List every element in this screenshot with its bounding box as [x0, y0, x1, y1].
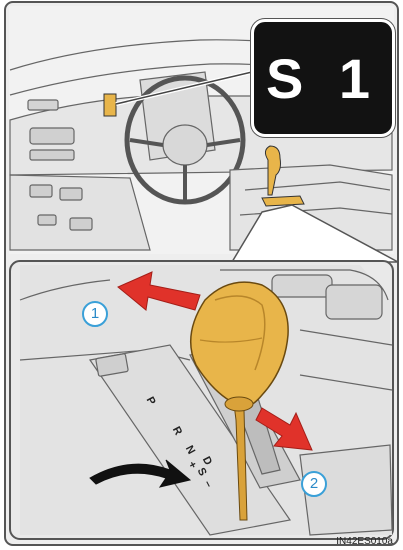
gear-indicator-badge: S 1	[251, 19, 395, 137]
callout-number-one-label: 1	[91, 305, 99, 322]
callout-number-one: 1	[82, 301, 108, 327]
callout-number-two-label: 2	[310, 475, 318, 492]
gear-indicator-text: S 1	[266, 46, 380, 111]
callout-number-two: 2	[301, 471, 327, 497]
figure-code: IN42ES010a	[336, 536, 393, 547]
